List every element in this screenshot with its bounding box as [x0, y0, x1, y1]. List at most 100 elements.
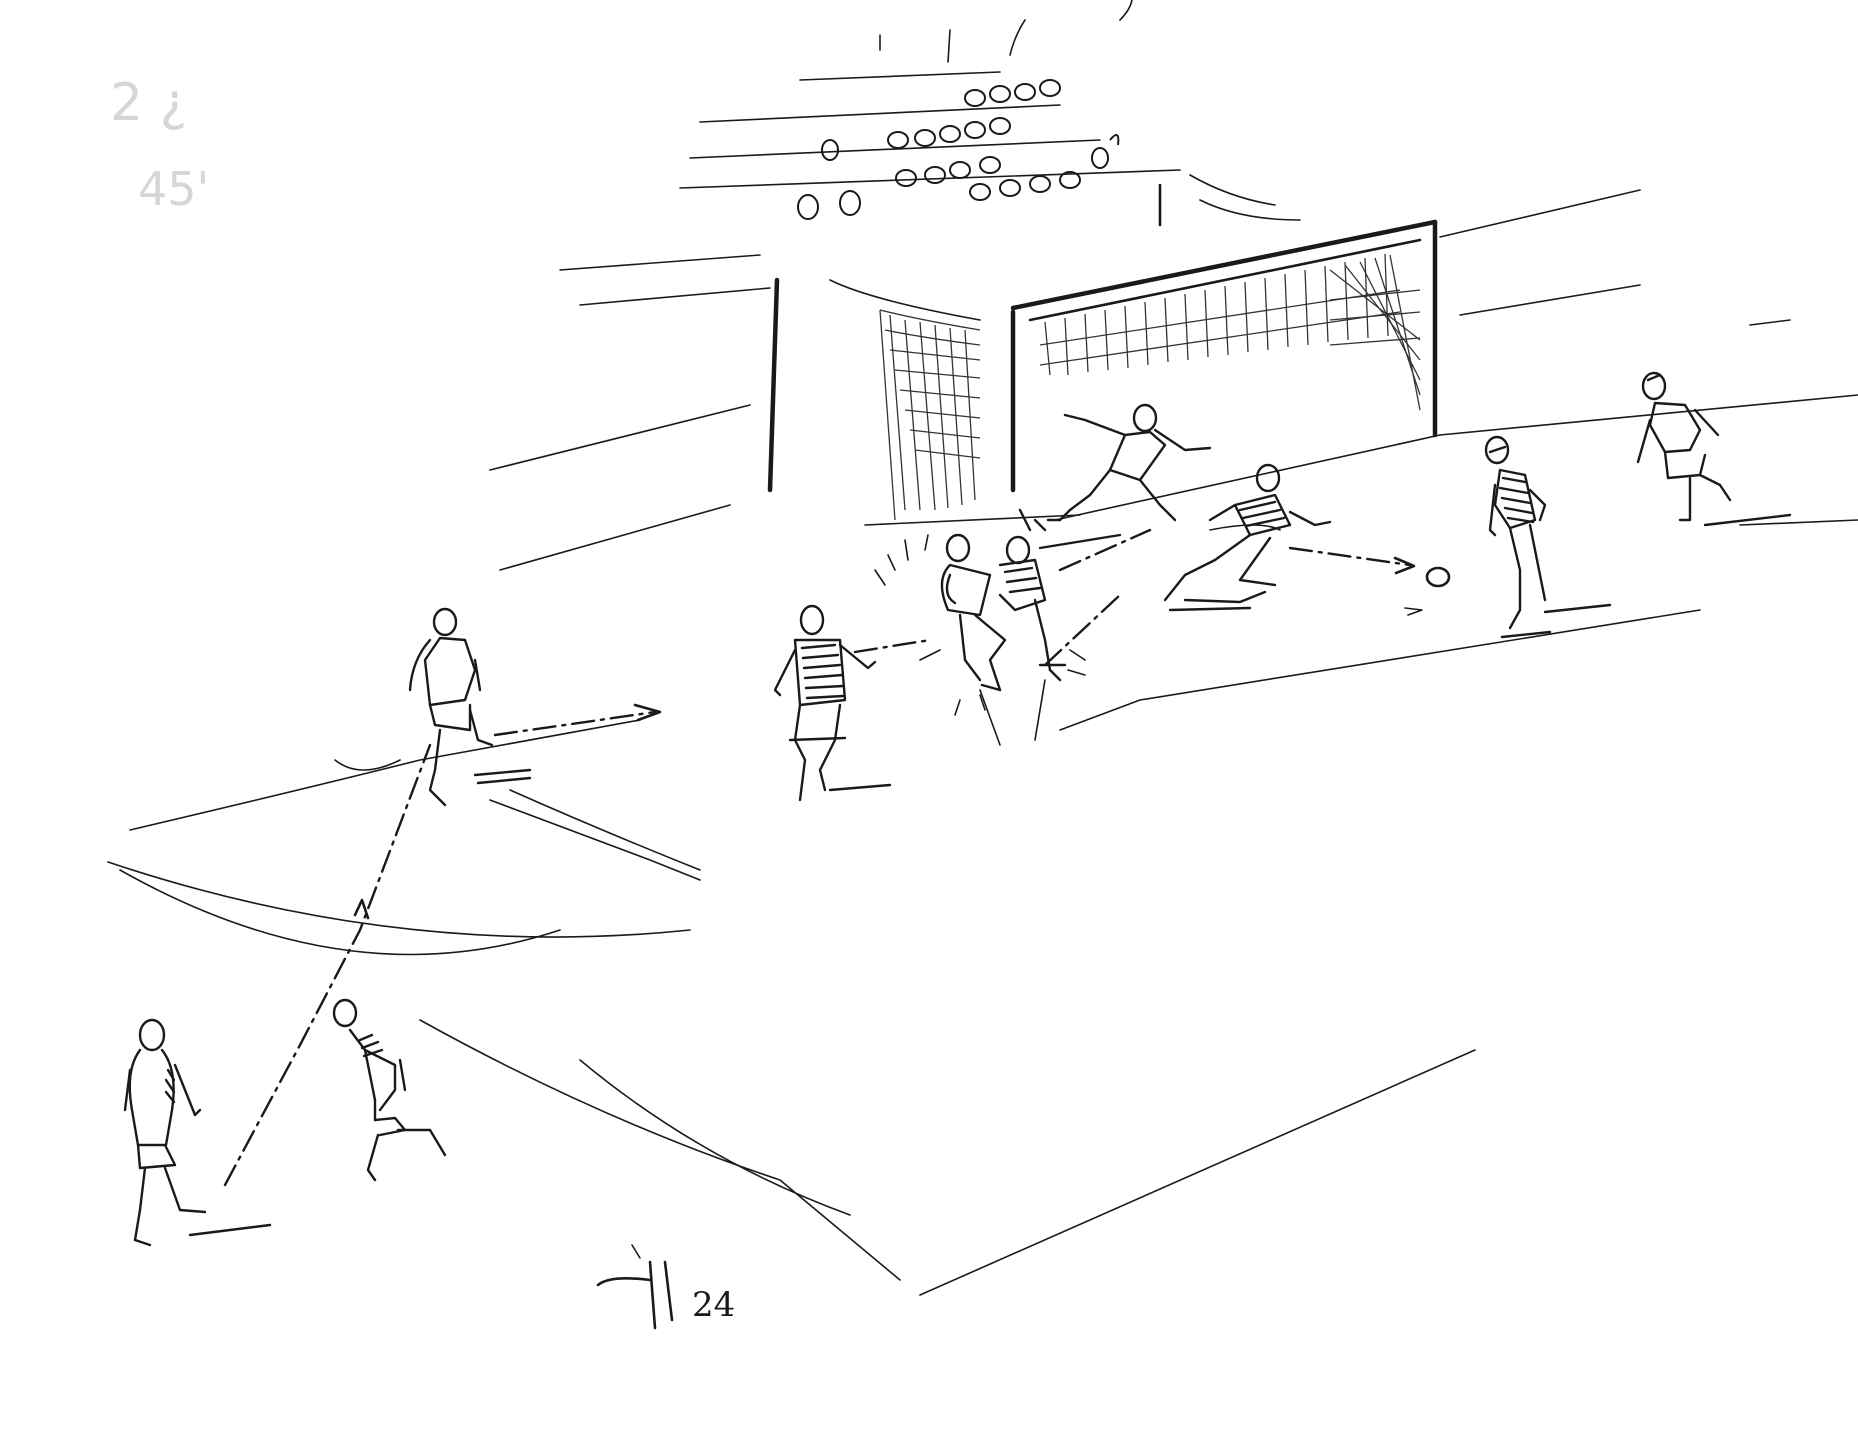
- player-shirt: [940, 563, 992, 617]
- stand-line: [1009, 19, 1026, 56]
- player-shirt: [423, 636, 477, 707]
- crowd-head: [979, 156, 1001, 174]
- goal-crossbar: [1010, 219, 1438, 311]
- goal-net-back: [1039, 253, 1421, 411]
- stand-line: [699, 104, 1061, 123]
- player-shadow: [1703, 513, 1792, 527]
- stand-line: [579, 287, 771, 306]
- faint-notes: 2 ¿ 45': [110, 73, 209, 216]
- player-shirt: [793, 638, 847, 707]
- pass-arrowhead: [353, 898, 370, 920]
- crowd-head: [895, 169, 917, 187]
- player-leg: [1528, 523, 1547, 602]
- crowd-head: [989, 85, 1011, 103]
- pitch-lines: [107, 189, 1858, 1296]
- signature-stroke: [663, 1260, 674, 1322]
- ball-circle: [1425, 566, 1451, 588]
- player-arm: [1018, 508, 1032, 532]
- pitch-line: [919, 1049, 1476, 1296]
- stand-line: [689, 139, 1101, 159]
- faint-top-mark: 2 ¿: [110, 73, 187, 133]
- stand-line: [799, 71, 1001, 81]
- goal-left-post: [767, 277, 780, 493]
- player-leg: [973, 613, 1007, 692]
- player-arm: [123, 1068, 132, 1112]
- stadium-stand: [559, 0, 1301, 306]
- pitch-line: [579, 1059, 851, 1216]
- player-shorts: [428, 703, 472, 732]
- player-bottom-left: [123, 1018, 272, 1247]
- goal: [767, 183, 1438, 521]
- player-leg: [1138, 478, 1177, 522]
- player-shadow: [828, 783, 892, 792]
- player-shadow: [1543, 603, 1612, 614]
- crowd-head: [1091, 147, 1109, 169]
- player-head: [432, 607, 458, 637]
- player-head: [1484, 435, 1510, 465]
- player-shorts: [1663, 450, 1707, 480]
- player-head: [799, 604, 825, 636]
- player-shirt: [998, 558, 1047, 612]
- player-arm: [473, 658, 482, 692]
- shirt-hatch: [164, 1068, 176, 1104]
- player-body: [348, 1028, 397, 1112]
- stand-line: [1199, 199, 1301, 221]
- pass-line-3: [853, 638, 932, 654]
- crowd-head: [989, 117, 1011, 135]
- player-head: [945, 533, 971, 563]
- player-shirt: [1648, 401, 1702, 454]
- touchline: [1459, 284, 1641, 316]
- player-arm: [1488, 483, 1497, 537]
- player-shadow: [1183, 590, 1267, 604]
- signature-stroke: [631, 1244, 641, 1259]
- signature-stroke: [648, 1260, 657, 1330]
- player-far-right: [1636, 371, 1792, 527]
- pass-trajectories: [223, 528, 1416, 1187]
- touchline: [1439, 189, 1641, 238]
- goal-net-top: [1028, 238, 1422, 322]
- penalty-area-line: [509, 789, 701, 871]
- ball: [1404, 566, 1451, 616]
- crowd-head: [797, 194, 819, 220]
- stand-line: [1189, 174, 1276, 206]
- player-shorts: [373, 1116, 407, 1137]
- crowd-head: [964, 89, 986, 107]
- player-shadow: [188, 1223, 272, 1237]
- player-shirt: [1493, 468, 1537, 530]
- player-leg: [958, 613, 982, 682]
- player-leg: [818, 703, 842, 792]
- player-body: [128, 1048, 142, 1147]
- player-leg: [163, 1166, 207, 1214]
- player-right-striped: [1484, 435, 1612, 639]
- pitch-line: [419, 1019, 901, 1281]
- player-body: [363, 1048, 377, 1122]
- shirt-hatch: [358, 1033, 384, 1058]
- crowd-heads: [797, 79, 1120, 220]
- crowd-head: [887, 131, 909, 149]
- signature-lettering: Tf: [598, 1233, 614, 1249]
- crowd-head: [1059, 171, 1081, 189]
- six-yard-line: [1059, 609, 1701, 731]
- crowd-head: [969, 183, 991, 201]
- touchline: [1749, 319, 1791, 326]
- player-shirt: [1233, 493, 1292, 537]
- player-left-middle: [408, 607, 532, 807]
- crowd-head: [949, 161, 971, 179]
- player-leg: [1033, 598, 1062, 682]
- player-hand: [1033, 518, 1047, 532]
- player-foot: [133, 1238, 152, 1247]
- shirt-hatch: [800, 643, 845, 700]
- player-leg: [793, 703, 807, 802]
- player-leg: [428, 728, 447, 807]
- player-arm: [1693, 408, 1720, 437]
- pitch-line: [334, 759, 401, 771]
- shirt-number: [945, 573, 957, 605]
- player-goalmouth-attacker: [940, 533, 1007, 692]
- pass-arrowhead: [1393, 556, 1416, 575]
- player-shadow: [1500, 630, 1552, 639]
- crowd-head: [1029, 175, 1051, 193]
- player-leg: [1698, 473, 1732, 502]
- player-hat: [1646, 373, 1662, 382]
